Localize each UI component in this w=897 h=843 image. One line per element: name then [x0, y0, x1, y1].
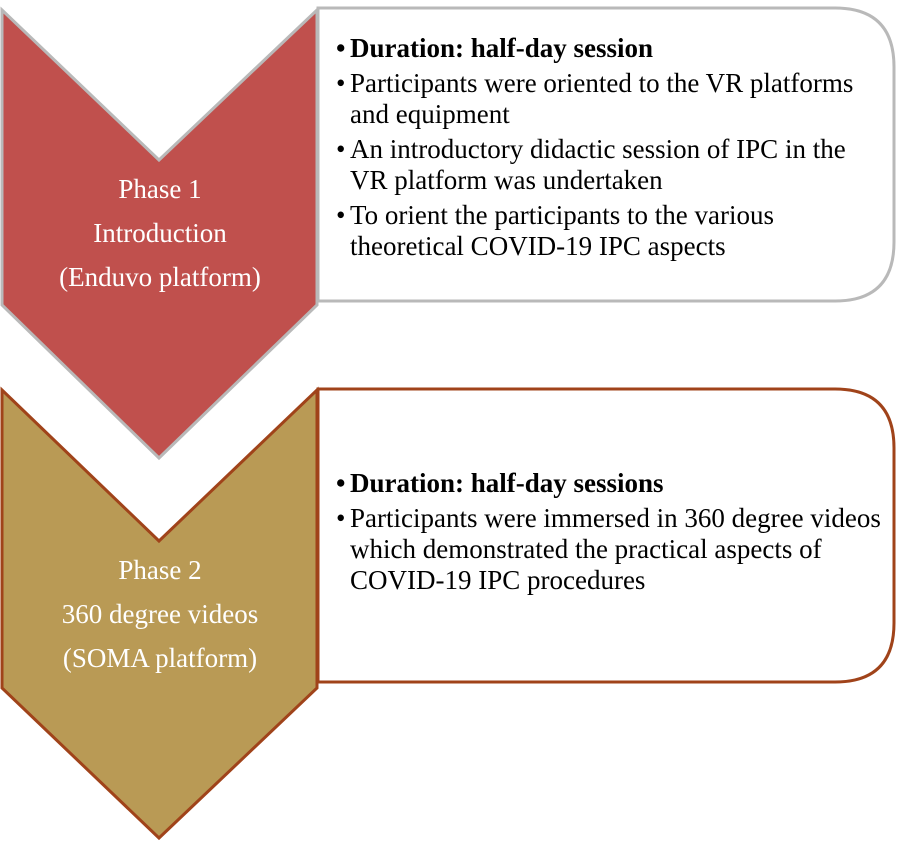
phase2-label: Phase 2 360 degree videos (SOMA platform…	[30, 548, 290, 680]
phase2-bullet-list: Duration: half-day sessions Participants…	[336, 468, 884, 600]
phase2-bullet: Participants were immersed in 360 degree…	[336, 503, 884, 596]
phase1-platform: (Enduvo platform)	[59, 262, 261, 292]
phase2-platform: (SOMA platform)	[62, 643, 258, 673]
phase2-name: 360 degree videos	[61, 599, 259, 629]
phase1-bullet: Participants were oriented to the VR pla…	[336, 68, 884, 130]
phase2-title: Phase 2	[118, 555, 202, 585]
phase1-title: Phase 1	[118, 174, 202, 204]
phase2-chevron	[0, 386, 319, 841]
phase1-bullet: To orient the participants to the variou…	[336, 200, 884, 262]
phase1-label: Phase 1 Introduction (Enduvo platform)	[30, 167, 290, 299]
phase1-bullet: An introductory didactic session of IPC …	[336, 134, 884, 196]
phase1-bullet-list: Duration: half-day session Participants …	[336, 33, 884, 266]
phase1-duration: Duration: half-day session	[336, 33, 884, 64]
phase2-duration: Duration: half-day sessions	[336, 468, 884, 499]
phase1-name: Introduction	[93, 218, 227, 248]
phase1-chevron	[0, 6, 319, 461]
